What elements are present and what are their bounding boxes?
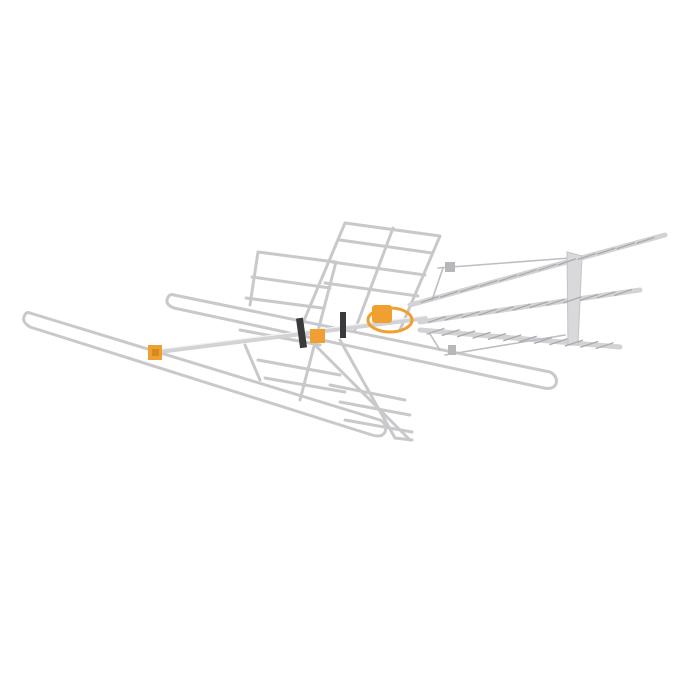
director-element	[459, 285, 479, 293]
director-element	[426, 327, 445, 335]
director-element	[616, 242, 635, 250]
director-element	[529, 301, 548, 309]
director-element	[456, 330, 476, 338]
director-element	[487, 332, 507, 341]
director-element	[444, 313, 464, 321]
clamp-left	[148, 345, 162, 360]
director-element	[518, 335, 537, 343]
director-element	[498, 274, 518, 282]
director-element	[479, 279, 498, 288]
director-element	[440, 290, 459, 298]
director-element	[580, 340, 599, 349]
director-element	[495, 306, 514, 314]
yagi-directors	[420, 236, 655, 350]
director-element	[512, 303, 531, 311]
director-element	[613, 288, 633, 297]
director-element	[503, 334, 522, 342]
director-element	[441, 328, 460, 337]
director-element	[461, 310, 480, 319]
director-element	[596, 247, 616, 255]
clamp-center	[295, 312, 346, 349]
director-element	[478, 308, 497, 316]
director-element	[546, 298, 565, 306]
rear-dipole-loop	[165, 293, 558, 390]
director-element	[518, 269, 537, 277]
director-element	[595, 342, 614, 350]
director-element	[549, 338, 568, 346]
director-element	[564, 339, 584, 347]
director-element	[580, 293, 599, 302]
director-element	[533, 336, 553, 345]
director-element	[427, 315, 447, 324]
director-element	[577, 252, 596, 261]
director-element	[636, 236, 655, 245]
mast-bracket	[445, 262, 456, 355]
director-element	[538, 263, 557, 271]
director-element	[596, 291, 616, 299]
balun-box	[366, 305, 414, 334]
director-element	[472, 331, 491, 339]
director-element	[563, 296, 582, 304]
director-element	[557, 258, 577, 266]
director-element	[420, 295, 439, 304]
